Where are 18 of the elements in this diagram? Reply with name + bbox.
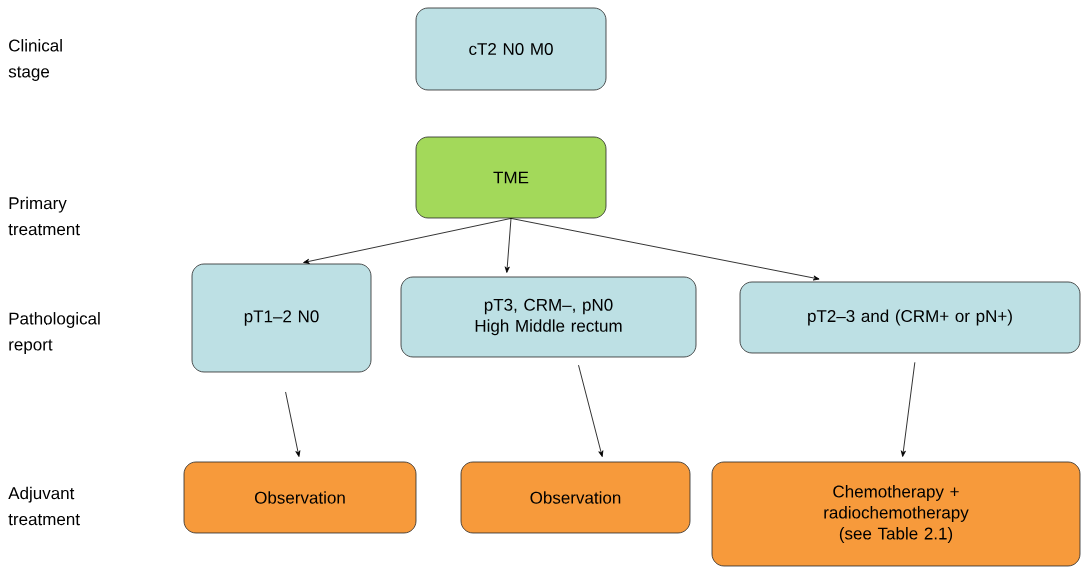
row-label: Pathological report bbox=[9, 312, 100, 354]
arrow bbox=[285, 391, 301, 457]
process-box: Chemotherapy + radiochemotherapy (see Table 2.1) bbox=[711, 461, 1081, 567]
process-box: pT2–3 and (CRM+ or pN+) bbox=[739, 281, 1081, 354]
row-label: Primary treatment bbox=[8, 196, 80, 236]
process-box: cT2 N0 M0 bbox=[415, 7, 607, 91]
process-box: pT3, CRM–, pN0 High Middle rectum bbox=[400, 276, 697, 358]
arrow bbox=[578, 364, 604, 457]
row-label: Clinical stage bbox=[8, 39, 62, 81]
process-box: Observation bbox=[183, 461, 417, 534]
process-box: pT1–2 N0 bbox=[191, 263, 372, 373]
process-box: Observation bbox=[460, 461, 691, 534]
arrow bbox=[504, 218, 512, 273]
process-box: TME bbox=[415, 136, 607, 219]
arrow bbox=[900, 361, 916, 457]
arrow bbox=[303, 218, 512, 264]
arrow bbox=[510, 218, 820, 281]
row-label: Adjuvant treatment bbox=[8, 486, 80, 526]
